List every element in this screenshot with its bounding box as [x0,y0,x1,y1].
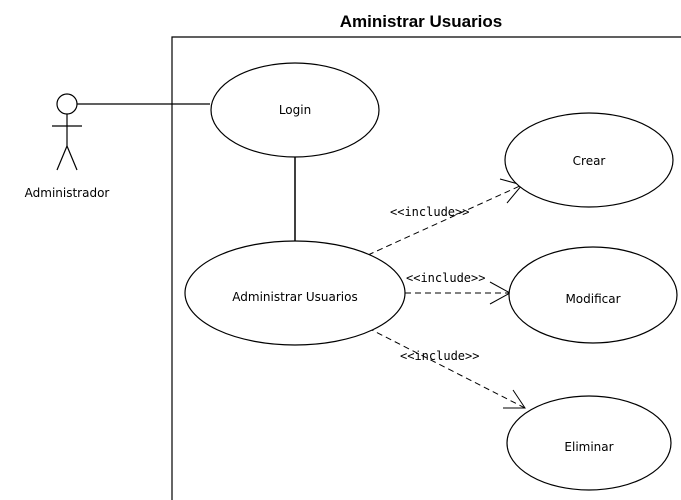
include-modificar: <<include>> [405,271,512,305]
use-case-login-label: Login [279,103,311,117]
stick-figure-icon [52,93,82,171]
include-eliminar-label: <<include>> [400,349,479,363]
actor-name: Administrador [25,186,110,200]
use-case-crear-label: Crear [573,154,606,168]
use-case-administrar-usuarios[interactable]: Administrar Usuarios [184,240,406,346]
include-crear-label: <<include>> [390,205,469,219]
use-case-eliminar-label: Eliminar [564,440,613,454]
include-modificar-label: <<include>> [406,271,485,285]
actor-administrador[interactable]: Administrador [25,93,110,200]
use-case-crear[interactable]: Crear [504,112,674,208]
system-title: Aministrar Usuarios [340,12,503,31]
use-case-login[interactable]: Login [210,62,380,158]
use-case-modificar-label: Modificar [565,292,620,306]
system-boundary [171,36,681,500]
use-case-admin-label: Administrar Usuarios [232,290,357,304]
include-crear: <<include>> [367,178,523,256]
include-eliminar: <<include>> [367,327,526,409]
use-case-modificar[interactable]: Modificar [508,246,678,344]
use-case-eliminar[interactable]: Eliminar [506,395,672,491]
